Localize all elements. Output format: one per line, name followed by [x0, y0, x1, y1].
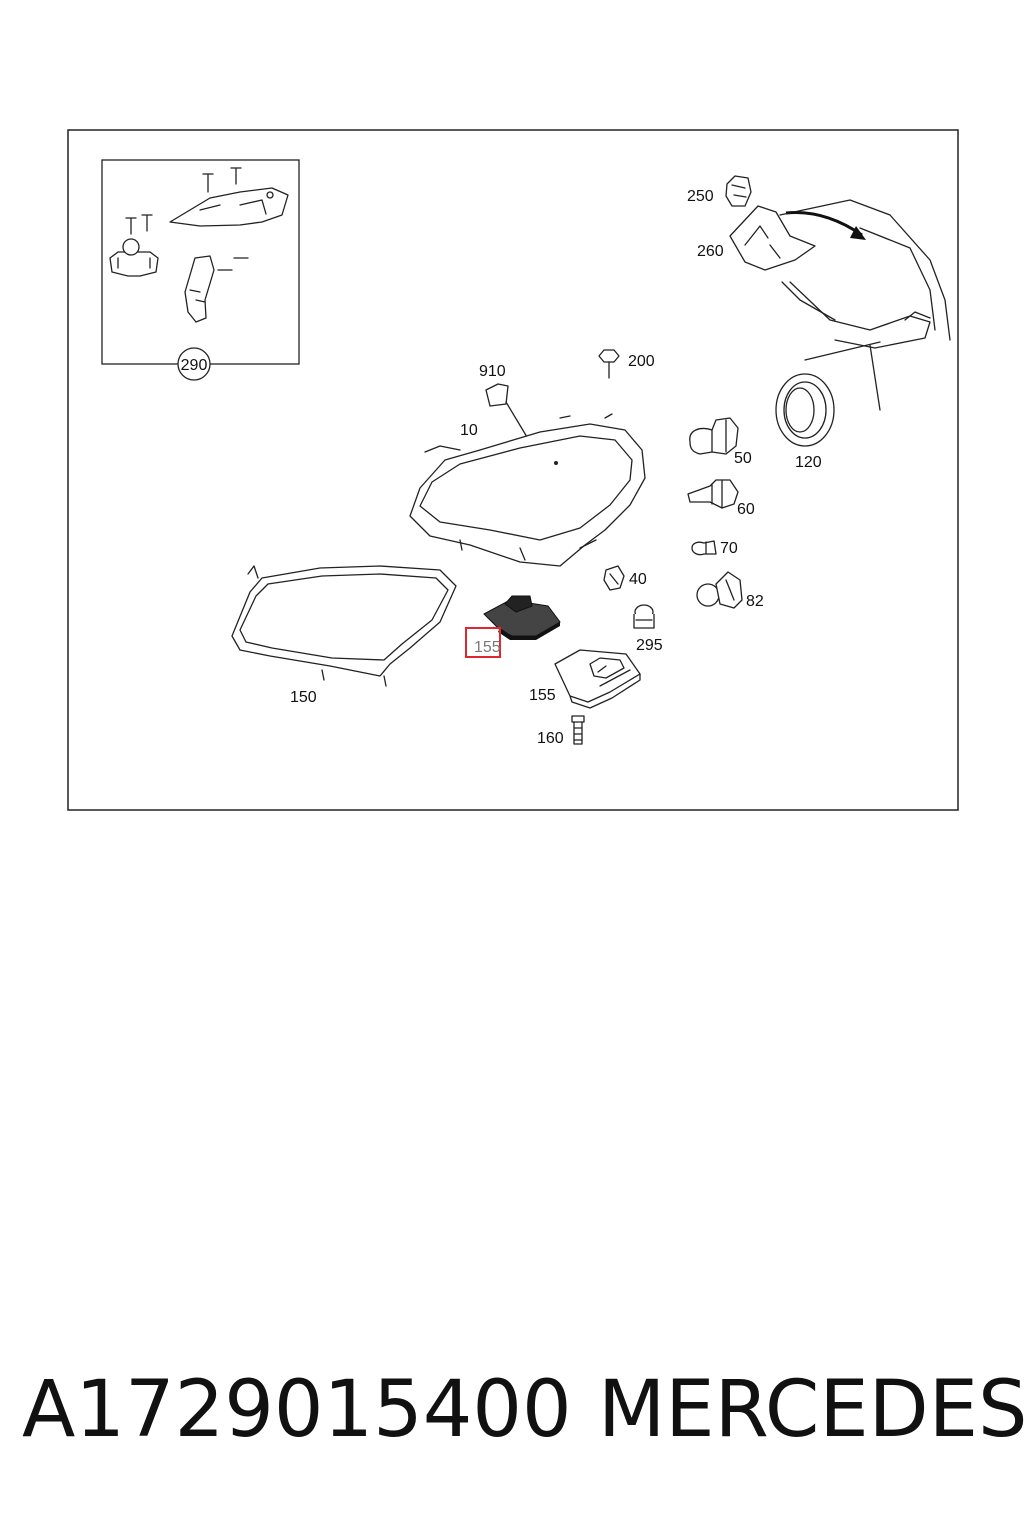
part-295-connector: [633, 604, 655, 629]
callout-50: 50: [734, 450, 752, 467]
callout-155: 155: [529, 687, 556, 704]
highlight-box-155: [465, 627, 501, 658]
callout-290: 290: [181, 357, 208, 374]
callout-70: 70: [720, 540, 738, 557]
part-number: A1729015400: [22, 1365, 572, 1455]
callout-circle-290: [177, 347, 211, 381]
callout-40: 40: [629, 571, 647, 588]
part-155-ballast-dark: [483, 595, 561, 640]
part-250-bulb-socket: [725, 175, 752, 207]
callout-260: 260: [697, 243, 724, 260]
part-10-headlamp: [409, 413, 646, 567]
car-outline: [779, 199, 951, 411]
callout-295: 295: [636, 637, 663, 654]
callout-155-highlight: 155: [474, 639, 501, 656]
inset-box: [101, 159, 300, 365]
part-70-bulb: [691, 540, 717, 556]
callout-250: 250: [687, 188, 714, 205]
part-150-gasket: [231, 565, 457, 687]
callout-10: 10: [460, 422, 478, 439]
part-160-bolt: [571, 715, 585, 745]
part-120-cap: [775, 373, 835, 447]
callout-200: 200: [628, 353, 655, 370]
diagram-border: [67, 129, 959, 811]
brand-name: MERCEDES: [598, 1365, 1024, 1455]
part-260-cover: [729, 205, 816, 271]
part-910-label: [485, 383, 509, 407]
part-40-clip: [603, 565, 625, 591]
part-200-screw: [598, 349, 620, 379]
callout-60: 60: [737, 501, 755, 518]
callout-910: 910: [479, 363, 506, 380]
part-82-bulb: [696, 571, 743, 609]
callout-82: 82: [746, 593, 764, 610]
part-50-bulb: [689, 417, 739, 455]
callout-120: 120: [795, 454, 822, 471]
callout-160: 160: [537, 730, 564, 747]
caption: A1729015400 MERCEDES: [0, 1365, 1024, 1475]
part-60-bulb: [687, 479, 739, 509]
callout-150: 150: [290, 689, 317, 706]
arrow: [785, 210, 863, 237]
part-155-ballast: [554, 649, 641, 709]
